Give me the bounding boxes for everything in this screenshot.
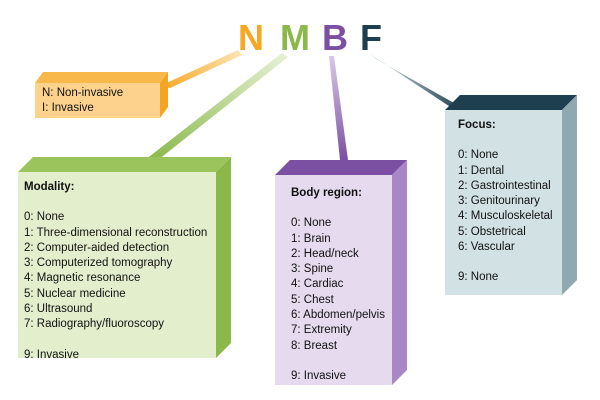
letter-b: B bbox=[322, 17, 348, 58]
list-item: 0: None bbox=[458, 149, 499, 162]
box-n bbox=[35, 72, 168, 118]
list-item: 4: Musculoskeletal bbox=[458, 210, 553, 223]
list-item: 0: None bbox=[24, 211, 65, 224]
list-item: 2: Head/neck bbox=[291, 247, 359, 260]
letter-m: M bbox=[280, 17, 310, 58]
box-m-text: Modality: 0: None 1: Three-dimensional r… bbox=[24, 180, 207, 363]
box-m bbox=[18, 157, 231, 358]
box-f-title: Focus: bbox=[458, 119, 496, 131]
list-item: 1: Three-dimensional reconstruction bbox=[24, 226, 208, 239]
box-f-text: Focus: 0: None 1: Dental 2: Gastrointest… bbox=[458, 118, 553, 286]
connector-m bbox=[145, 53, 288, 160]
list-item: 8: Breast bbox=[291, 339, 338, 352]
letter-n: N bbox=[238, 17, 264, 58]
list-item: 5: Nuclear medicine bbox=[24, 287, 126, 300]
list-item: 3: Spine bbox=[291, 263, 334, 276]
list-item: 7: Extremity bbox=[291, 324, 352, 337]
list-item: 3: Computerized tomography bbox=[24, 257, 173, 270]
list-item: I: Invasive bbox=[42, 102, 94, 115]
list-item: 6: Abdomen/pelvis bbox=[291, 309, 385, 322]
list-item: 6: Ultrasound bbox=[24, 303, 93, 316]
connector-b bbox=[329, 56, 348, 160]
box-m-title: Modality: bbox=[24, 181, 75, 193]
list-item: 1: Dental bbox=[458, 164, 505, 177]
list-item: 4: Magnetic resonance bbox=[24, 272, 141, 285]
list-item: 0: None bbox=[291, 217, 332, 230]
list-item: N: Non-invasive bbox=[42, 87, 124, 99]
list-item: 6: Vascular bbox=[458, 241, 515, 254]
list-item: 9: None bbox=[458, 271, 499, 284]
list-item: 9: Invasive bbox=[24, 348, 79, 361]
list-item: 5: Obstetrical bbox=[458, 225, 526, 238]
list-item: 3: Genitourinary bbox=[458, 195, 540, 208]
list-item: 9: Invasive bbox=[291, 369, 346, 382]
box-b bbox=[275, 160, 407, 385]
connector-n bbox=[160, 50, 242, 88]
letter-f: F bbox=[360, 17, 382, 58]
box-f bbox=[445, 95, 577, 295]
box-n-text: N: Non-invasive I: Invasive bbox=[42, 86, 123, 117]
list-item: 2: Computer-aided detection bbox=[24, 241, 170, 254]
list-item: 5: Chest bbox=[291, 293, 334, 306]
list-item: 4: Cardiac bbox=[291, 278, 344, 291]
list-item: 1: Brain bbox=[291, 232, 331, 245]
list-item: 2: Gastrointestinal bbox=[458, 179, 551, 192]
box-b-text: Body region: 0: None 1: Brain 2: Head/ne… bbox=[291, 186, 385, 384]
box-b-title: Body region: bbox=[291, 187, 362, 199]
list-item: 7: Radiography/fluoroscopy bbox=[24, 318, 164, 331]
